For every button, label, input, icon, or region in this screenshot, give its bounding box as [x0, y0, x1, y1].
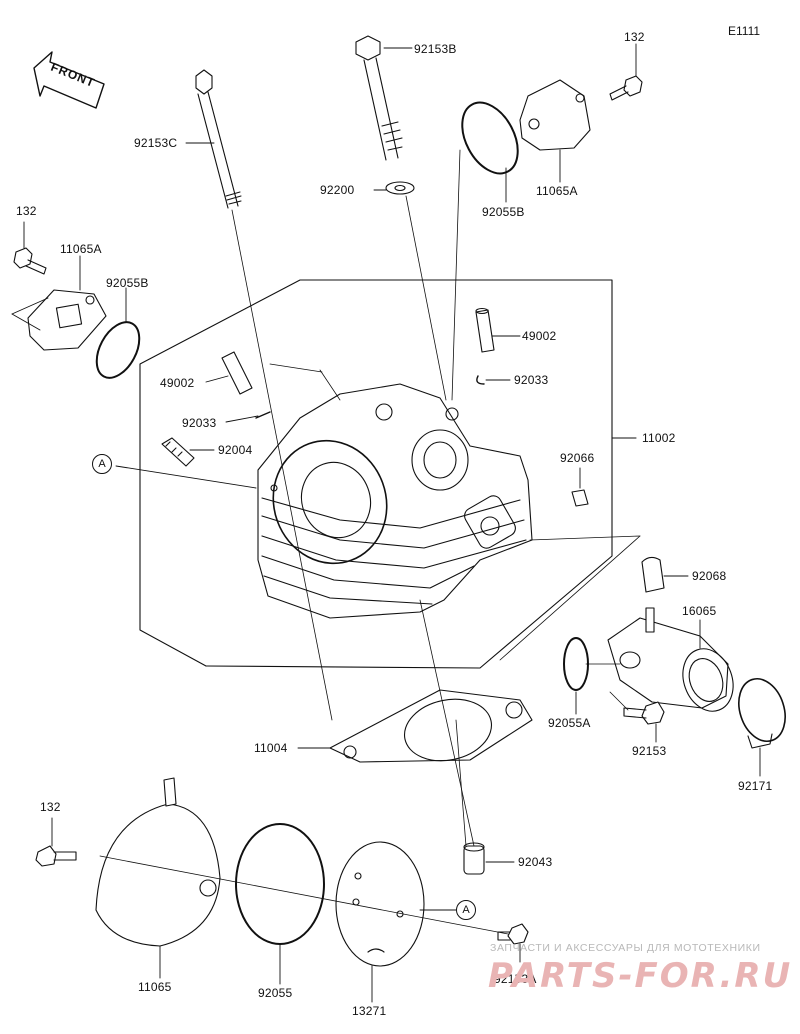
bolt-132-left: [13, 247, 47, 275]
callout-92055B-right: 92055B: [482, 205, 525, 219]
callout-11002: 11002: [642, 431, 676, 445]
valve-guide-49002-left: [221, 351, 253, 395]
callout-92153A: 92153A: [494, 972, 537, 986]
bolt-92153B: [355, 35, 403, 161]
cylinder-head-11002: [257, 383, 533, 619]
bolt-92153A: [497, 923, 529, 945]
clamp-92171: [738, 678, 786, 749]
callout-132-top: 132: [624, 30, 645, 44]
callout-132-left: 132: [16, 204, 37, 218]
bracket-11002: [139, 279, 613, 667]
cap-92068: [641, 556, 665, 593]
cap-11065A-left: [27, 289, 107, 351]
callout-13271: 13271: [352, 1004, 387, 1018]
oring-92055B-right: [461, 101, 519, 175]
cap-11065A-right: [519, 79, 591, 151]
stud-bolt-92153C: [195, 69, 242, 209]
callout-92153C: 92153C: [134, 136, 178, 150]
bolt-132-top: [609, 75, 643, 101]
callout-11065A-right: 11065A: [536, 184, 578, 198]
callout-11065A-left: 11065A: [60, 242, 102, 256]
stud-92004: [161, 437, 195, 467]
cover-11065: [95, 777, 221, 947]
callout-92171: 92171: [738, 779, 773, 793]
reference-mark-a-bottom: A: [456, 900, 476, 920]
callout-92033-left: 92033: [182, 416, 217, 430]
callout-92200: 92200: [320, 183, 355, 197]
front-arrow-icon: [33, 51, 105, 109]
assembly-lines: [99, 149, 641, 935]
plug-92066: [571, 489, 589, 507]
bolt-132-bottom: [35, 845, 77, 867]
watermark-caption: ЗАПЧАСТИ И АКСЕССУАРЫ ДЛЯ МОТОТЕХНИКИ: [490, 942, 761, 954]
plate-13271: [335, 841, 425, 967]
callout-49002-left: 49002: [160, 376, 195, 390]
clip-92033-left: [255, 411, 271, 419]
callout-92066: 92066: [560, 451, 595, 465]
callout-92055A: 92055A: [548, 716, 591, 730]
gasket-11004: [329, 689, 533, 763]
oring-92055B-left: [95, 321, 141, 379]
watermark-logo: PARTS-FOR.RU: [488, 956, 793, 996]
callout-11065: 11065: [138, 980, 172, 994]
callout-92043: 92043: [518, 855, 553, 869]
bolt-92153: [623, 701, 665, 725]
washer-92200: [385, 181, 415, 195]
callout-92153: 92153: [632, 744, 667, 758]
callout-49002-right: 49002: [522, 329, 557, 343]
callout-16065: 16065: [682, 604, 717, 618]
callout-11004: 11004: [254, 741, 288, 755]
leader-lines: [11, 43, 761, 1003]
callout-92068: 92068: [692, 569, 727, 583]
diagram-code: E1111: [728, 24, 761, 38]
callout-92033-right: 92033: [514, 373, 549, 387]
oring-92055: [235, 823, 325, 945]
reference-mark-a-top: A: [92, 454, 112, 474]
intake-pipe-16065: [607, 607, 734, 712]
oring-92055A: [563, 637, 589, 691]
callout-92153B: 92153B: [414, 42, 457, 56]
clip-92033-right: [476, 375, 485, 385]
callout-92055: 92055: [258, 986, 293, 1000]
callout-92004: 92004: [218, 443, 253, 457]
callout-132-bottom: 132: [40, 800, 61, 814]
callout-92055B-left: 92055B: [106, 276, 149, 290]
dowel-92043: [463, 842, 485, 875]
valve-guide-49002-right: [475, 307, 495, 353]
